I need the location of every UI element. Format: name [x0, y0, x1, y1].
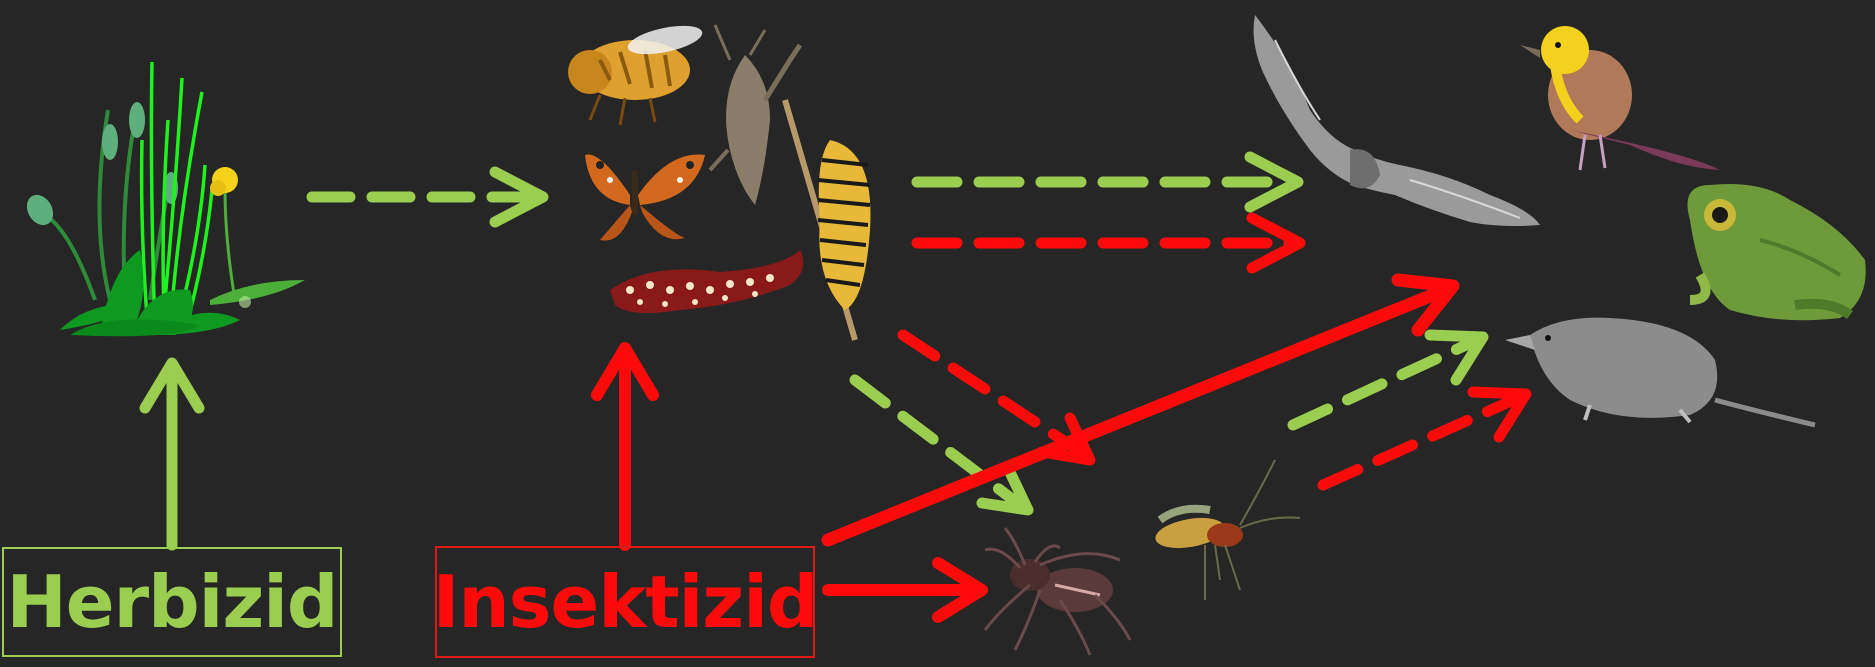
butterfly-icon [585, 155, 705, 241]
bee-icon [568, 20, 705, 125]
hawkmoth-caterpillar-icon [610, 250, 803, 313]
arrow-predators-to-vertebrates-red [1323, 392, 1526, 485]
arrow-insecticide-to-vertebrates [828, 280, 1453, 540]
arrow-plants-to-herbivores [312, 172, 543, 222]
dandelion-icon [210, 167, 305, 308]
arrow-herbivores-to-bat-green [917, 157, 1298, 207]
shrew-icon [1505, 318, 1815, 425]
herbivore-group [568, 20, 871, 340]
arrow-herbivores-to-bat-red [917, 218, 1300, 268]
frog-icon [1688, 184, 1866, 320]
insecticide-label-box: Insektizid [435, 546, 815, 658]
arrow-predators-to-vertebrates-green [1293, 335, 1483, 425]
insecticide-label: Insektizid [433, 560, 818, 644]
arrow-insecticide-to-herbivores [597, 348, 653, 545]
vertebrate-group [1254, 15, 1866, 425]
arrow-insecticide-to-spider [828, 563, 982, 617]
herbicide-label: Herbizid [7, 560, 338, 644]
parasitic-wasp-icon [1153, 460, 1300, 600]
predator-arthropod-group [985, 460, 1300, 655]
swallowtail-caterpillar-icon [785, 100, 871, 340]
plant-group [22, 62, 305, 336]
bat-icon [1254, 15, 1540, 226]
herbicide-label-box: Herbizid [2, 547, 342, 657]
arrow-herbicide-to-plants [145, 363, 199, 545]
yellowhammer-icon [1520, 26, 1720, 170]
spider-icon [985, 528, 1130, 655]
